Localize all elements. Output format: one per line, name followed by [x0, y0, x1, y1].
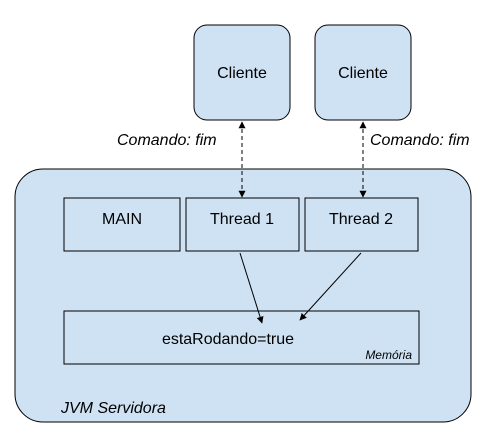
client-box-2	[314, 24, 412, 121]
thread-1-box	[185, 197, 300, 252]
memory-box	[63, 310, 420, 365]
thread-2-box	[304, 197, 419, 252]
command-label-1: Comando: fim	[117, 132, 217, 149]
command-label-2: Comando: fim	[370, 132, 470, 149]
client-box-1	[193, 24, 291, 121]
thread-2-memory-arrow	[299, 252, 362, 321]
main-label: MAIN	[102, 211, 142, 228]
client-label-1: Cliente	[217, 65, 267, 82]
memory-value: estaRodando=true	[162, 331, 294, 348]
thread-2-label: Thread 2	[329, 211, 393, 228]
thread-1-label: Thread 1	[210, 211, 274, 228]
memory-label: Memória	[365, 348, 412, 362]
client-label-2: Cliente	[338, 65, 388, 82]
thread-1-memory-arrow	[239, 252, 264, 324]
main-box	[63, 197, 181, 252]
jvm-server-label: JVM Servidora	[60, 400, 166, 417]
